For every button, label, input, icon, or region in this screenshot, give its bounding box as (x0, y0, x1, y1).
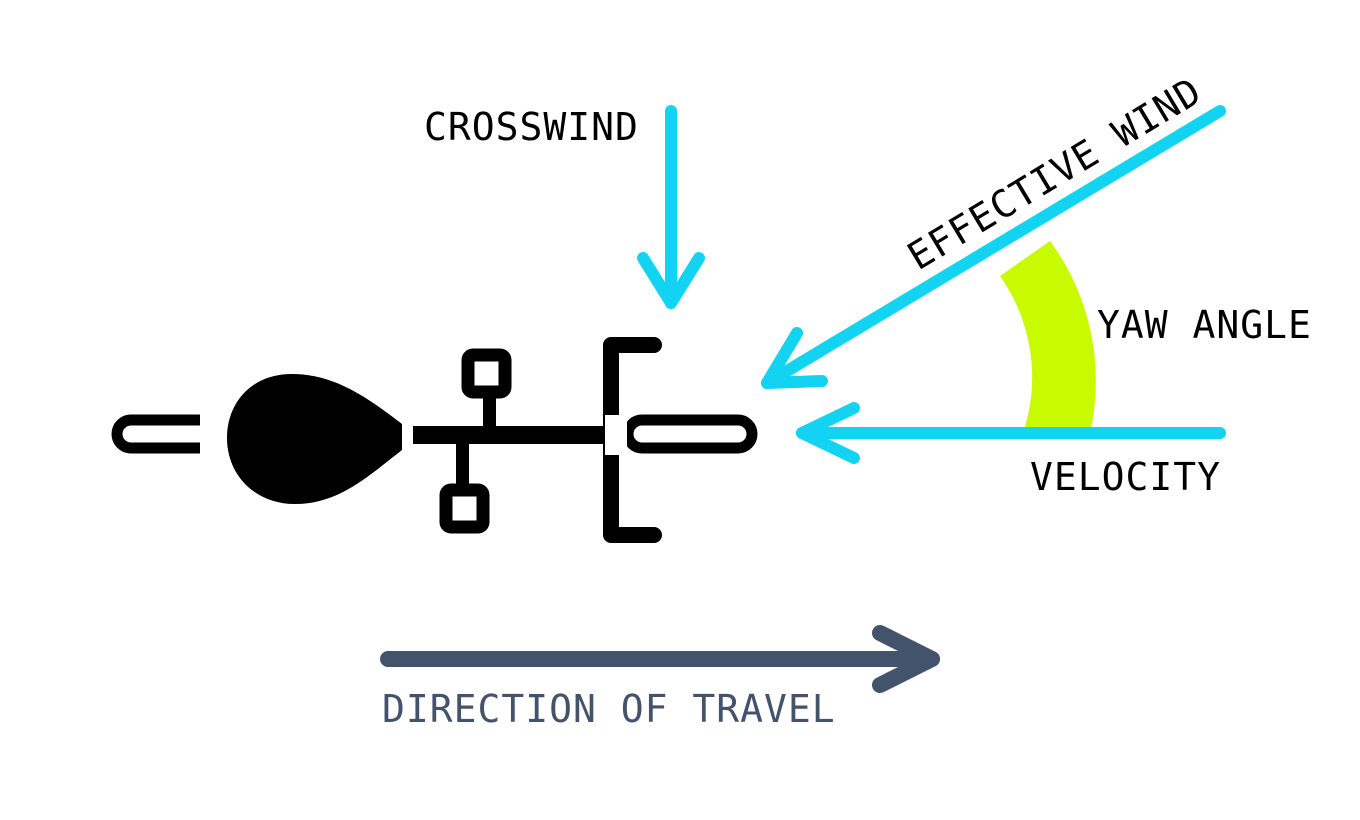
direction-of-travel-label: DIRECTION OF TRAVEL (382, 687, 836, 731)
effective-wind-arrow (761, 105, 1226, 389)
rear-wheel-icon (111, 414, 219, 454)
front-wheel-icon (622, 414, 758, 454)
crosswind-arrow (637, 105, 705, 309)
effective-wind-label: EFFECTIVE WIND (900, 69, 1209, 279)
rider-body-icon (227, 374, 402, 504)
direction-of-travel-arrow (380, 625, 940, 693)
velocity-arrow (796, 402, 1226, 464)
cyclist-icon (111, 337, 758, 543)
yaw-angle-label: YAW ANGLE (1097, 303, 1312, 347)
velocity-label: VELOCITY (1030, 455, 1221, 499)
bike-frame-icon (413, 426, 609, 444)
yaw-angle-arc (1000, 241, 1096, 433)
crosswind-label: CROSSWIND (424, 105, 639, 149)
pedal-top-icon (483, 390, 496, 430)
pedal-bottom-icon (456, 440, 469, 490)
